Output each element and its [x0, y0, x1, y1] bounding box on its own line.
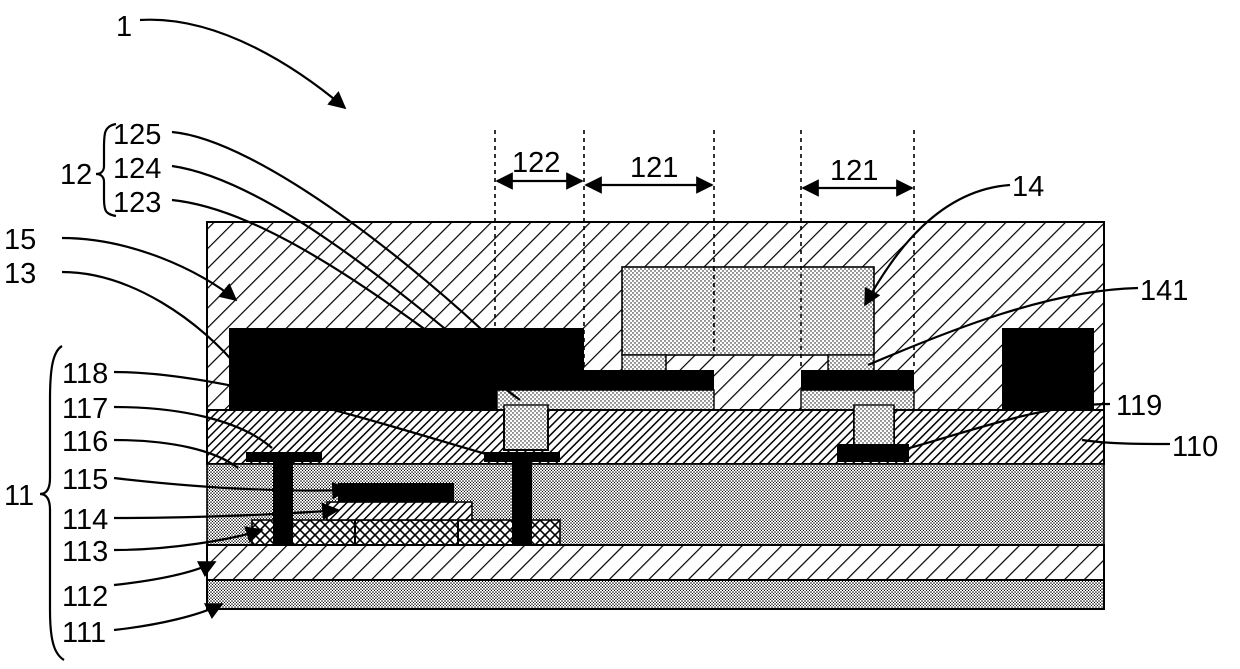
layer-14-step-right [828, 355, 874, 371]
layer-141-strip-right [801, 370, 914, 390]
label-14: 14 [1012, 171, 1044, 203]
layer-13-right-block [1002, 328, 1094, 410]
layer-14-step-left [622, 355, 666, 371]
label-113: 113 [62, 536, 108, 568]
layer-14-block [622, 267, 874, 355]
label-141: 141 [1140, 275, 1188, 307]
source-pad [246, 452, 322, 462]
layer-110-planarization [207, 410, 1104, 464]
layer-115-gate [338, 483, 454, 502]
label-125: 125 [113, 119, 161, 151]
brace-11 [40, 346, 64, 660]
label-15: 15 [4, 224, 36, 256]
label-121-right: 121 [830, 155, 878, 187]
label-11: 11 [4, 480, 34, 512]
leader-112 [114, 562, 215, 585]
source-via [273, 456, 293, 545]
layer-112-buffer [207, 545, 1104, 580]
layer-141-strip-left [584, 370, 714, 390]
layer-114-gate-insulator [327, 502, 472, 520]
label-116: 116 [62, 426, 108, 458]
label-121-left: 121 [630, 152, 678, 184]
leader-1 [140, 20, 345, 108]
label-124: 124 [113, 153, 161, 185]
label-13: 13 [4, 258, 36, 290]
label-118: 118 [62, 358, 108, 390]
label-device: 1 [116, 11, 132, 43]
label-111: 111 [62, 617, 106, 649]
label-112: 112 [62, 581, 108, 613]
label-123: 123 [113, 187, 161, 219]
label-122: 122 [512, 147, 560, 179]
leader-111 [114, 604, 222, 630]
label-117: 117 [62, 393, 108, 425]
layer-111-substrate [207, 580, 1104, 609]
label-12: 12 [60, 159, 92, 191]
label-110: 110 [1172, 431, 1218, 463]
anode-left-via [504, 405, 548, 452]
anode-right-via [854, 405, 894, 445]
layer-119-pad [837, 444, 909, 462]
drain-via [512, 456, 532, 545]
label-115: 115 [62, 464, 108, 496]
label-119: 119 [1116, 390, 1162, 422]
label-114: 114 [62, 504, 108, 536]
